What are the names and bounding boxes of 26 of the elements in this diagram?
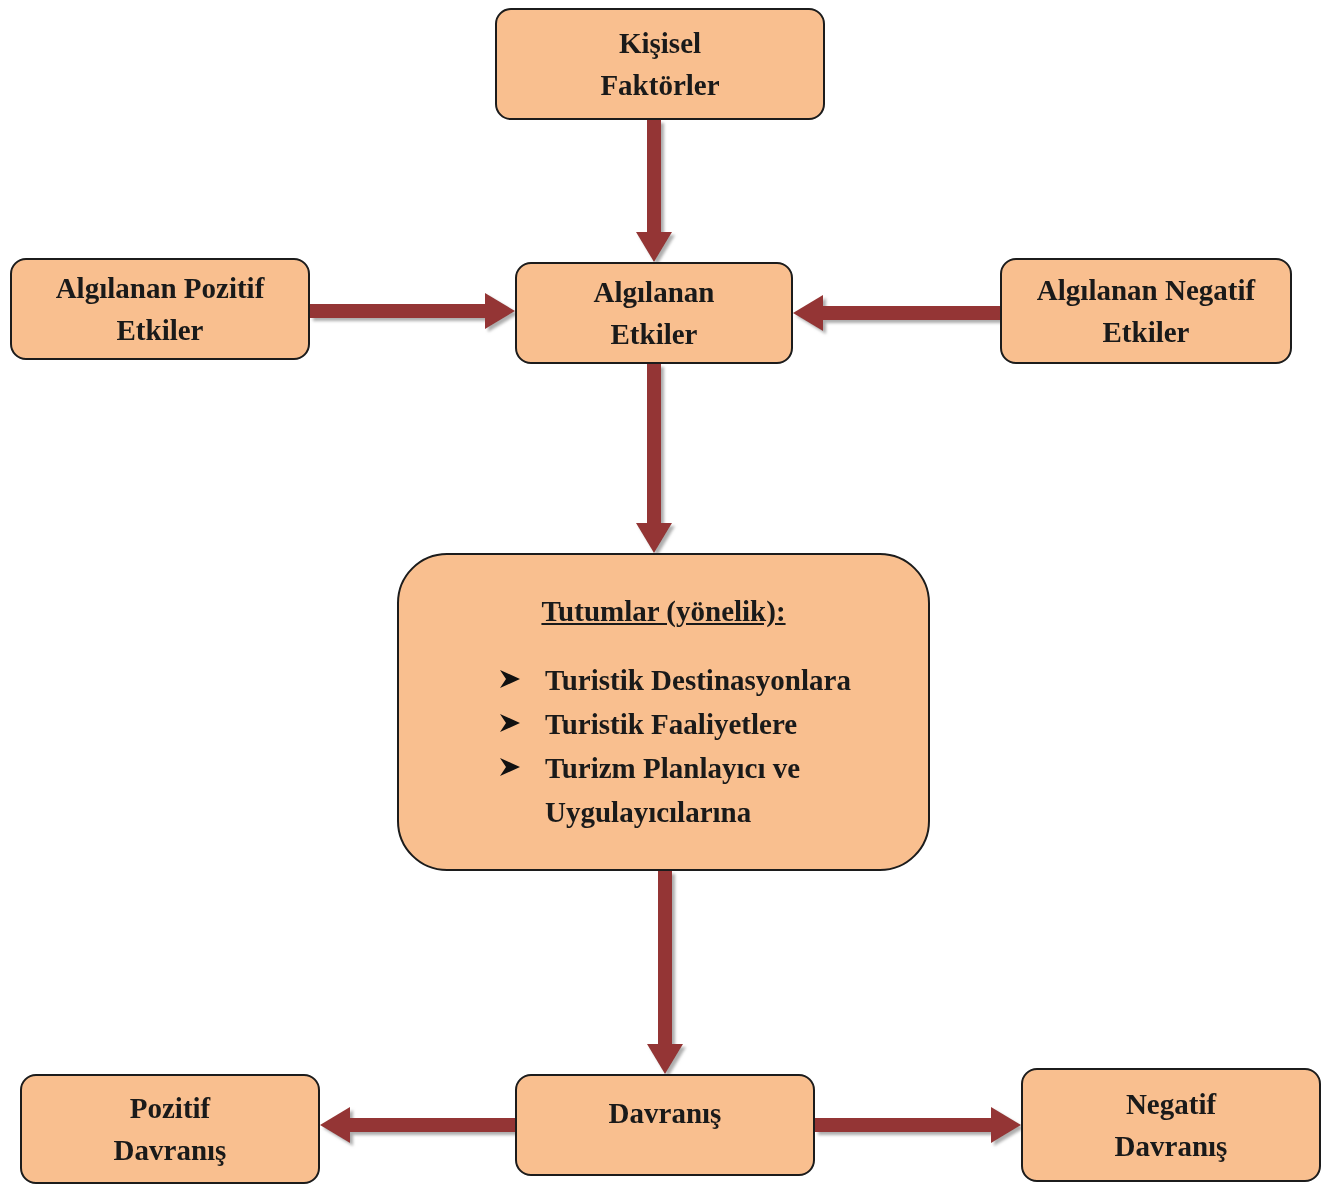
process-box	[515, 1074, 815, 1176]
block-arrow	[320, 1107, 515, 1143]
block-arrow	[815, 1107, 1021, 1143]
node-label: Algılanan Etkiler	[592, 275, 716, 352]
process-box	[20, 1074, 320, 1184]
node-label: Algılanan Negatif Etkiler	[1035, 273, 1257, 350]
node-label: Pozitif Davranış	[112, 1091, 228, 1168]
box-heading: Tutumlar (yönelik):	[541, 594, 786, 629]
process-box	[495, 8, 825, 120]
block-arrow	[647, 871, 683, 1074]
process-box	[1021, 1068, 1321, 1182]
block-arrow	[636, 120, 672, 262]
process-box	[515, 262, 793, 364]
block-arrow	[310, 293, 515, 329]
list-item: Turistik Destinasyonlara	[545, 663, 851, 698]
node-label: Kişisel Faktörler	[599, 26, 721, 103]
list-item: Turizm Planlayıcı ve Uygulayıcılarına	[545, 751, 802, 830]
node-label: Davranış	[608, 1096, 722, 1131]
attitudes-box	[397, 553, 930, 871]
block-arrow	[793, 295, 1000, 331]
process-box	[10, 258, 310, 360]
block-arrow	[636, 364, 672, 553]
process-box	[1000, 258, 1292, 364]
list-item: Turistik Faaliyetlere	[545, 707, 798, 742]
node-label: Algılanan Pozitif Etkiler	[54, 271, 266, 348]
node-label: Negatif Davranış	[1113, 1087, 1229, 1164]
